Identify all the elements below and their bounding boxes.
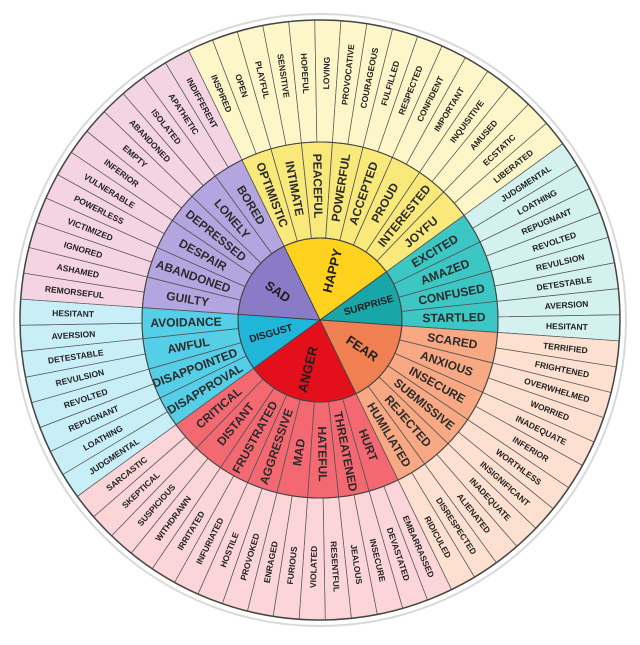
leaf-label: AVERSION xyxy=(544,299,588,312)
leaf-label: VIOLATED xyxy=(308,546,319,589)
mid-label: MAD xyxy=(290,437,308,467)
ring-outline xyxy=(19,19,621,621)
ring-outline xyxy=(141,141,499,499)
leaf-label: HESITANT xyxy=(52,308,95,319)
leaf-label: LOVING xyxy=(321,56,332,89)
leaf-label: HOPEFUL xyxy=(299,53,311,94)
mid-label: AVOIDANCE xyxy=(150,315,221,330)
leaf-label: RESENTFUL xyxy=(329,541,342,593)
mid-label: GUILTY xyxy=(165,289,210,310)
mid-label: PEACEFUL xyxy=(310,154,325,219)
mid-label: STARTLED xyxy=(422,310,486,325)
leaf-label: AVERSION xyxy=(51,329,95,342)
ring-outline xyxy=(237,237,403,403)
mid-label: HATEFUL xyxy=(315,426,330,481)
leaf-label: HESITANT xyxy=(546,321,589,332)
leaf-label: FURIOUS xyxy=(285,546,299,585)
